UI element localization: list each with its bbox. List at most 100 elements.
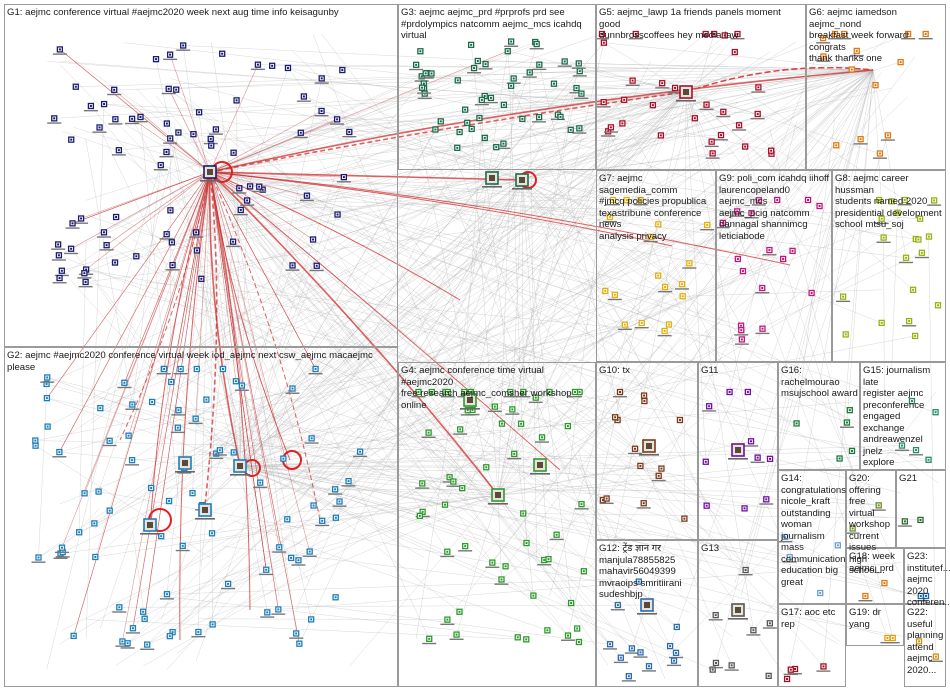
edge <box>239 385 243 467</box>
node <box>233 206 248 216</box>
edge <box>163 179 523 370</box>
group-label-g13: G13 <box>701 543 720 554</box>
node <box>170 424 185 434</box>
node <box>287 554 295 562</box>
node <box>617 321 632 331</box>
edge <box>737 38 824 260</box>
node <box>534 434 549 443</box>
node <box>190 131 197 138</box>
node <box>816 663 831 672</box>
node <box>928 653 943 663</box>
node <box>188 415 203 425</box>
group-label-g22: G22: useful planning attend aejmc 2020..… <box>907 607 944 676</box>
edge <box>521 179 611 218</box>
edge <box>567 69 874 427</box>
group-label-g5: G5: aejmc_lawp 1a friends panels moment … <box>599 7 781 41</box>
edge <box>239 465 659 477</box>
node <box>493 144 500 151</box>
group-box-g3 <box>398 4 596 170</box>
node <box>289 630 304 639</box>
edge <box>435 438 879 506</box>
group-label-g9: G9: poli_com icahdq iihoff laurencopelan… <box>719 173 830 242</box>
edge <box>136 73 740 257</box>
edge <box>60 494 499 554</box>
edge <box>240 209 499 496</box>
node <box>159 231 174 240</box>
node <box>291 557 306 566</box>
edge <box>239 51 735 467</box>
edge <box>209 171 633 649</box>
node <box>679 293 686 300</box>
node <box>649 101 657 109</box>
node <box>774 196 781 204</box>
hub-node <box>460 393 480 410</box>
node <box>308 616 315 623</box>
highlighted-edges <box>46 49 874 644</box>
node <box>171 407 186 416</box>
node <box>133 113 148 123</box>
node <box>415 480 430 489</box>
edge <box>745 69 874 571</box>
node <box>166 632 173 640</box>
edge <box>209 91 687 173</box>
node <box>219 365 227 373</box>
node <box>193 247 201 254</box>
hub-node <box>195 503 215 520</box>
edge <box>209 171 791 266</box>
node <box>148 398 156 406</box>
edge <box>299 129 515 455</box>
node <box>454 77 461 84</box>
edge <box>38 69 874 558</box>
edge <box>521 179 850 411</box>
group-label-g2: G2: aejmc #aejmc2020 conference virtual … <box>7 350 373 373</box>
edge <box>641 69 874 324</box>
node <box>839 419 854 428</box>
edge <box>239 465 879 506</box>
node <box>96 229 111 238</box>
edge <box>419 119 641 653</box>
node <box>440 616 455 626</box>
edge <box>872 69 907 258</box>
edge <box>335 91 687 518</box>
node <box>922 592 930 600</box>
edge <box>201 91 687 506</box>
node <box>925 233 933 240</box>
nodes <box>31 30 943 683</box>
edge <box>239 465 893 639</box>
edge <box>100 171 211 409</box>
hub-node <box>175 456 195 473</box>
node <box>209 621 216 628</box>
node <box>125 432 132 439</box>
edge <box>741 145 837 201</box>
node <box>309 262 324 272</box>
edge <box>239 335 916 467</box>
node <box>714 131 729 141</box>
edge <box>209 171 746 571</box>
node <box>874 215 889 225</box>
edge <box>199 618 448 620</box>
edge <box>209 171 499 496</box>
node <box>334 211 341 218</box>
node <box>517 420 525 427</box>
node <box>233 97 240 104</box>
node <box>833 142 840 149</box>
node <box>51 241 66 250</box>
group-label-g21: G21 <box>899 473 918 484</box>
edge <box>497 449 917 496</box>
edge <box>38 383 48 558</box>
node <box>173 86 180 93</box>
node <box>341 478 356 487</box>
node <box>702 458 709 465</box>
group-label-g18: G18: week aejmc_prd <box>849 551 895 574</box>
node <box>314 107 329 117</box>
node <box>702 30 709 38</box>
edge <box>177 551 310 653</box>
edge <box>124 382 424 558</box>
edge <box>209 171 446 505</box>
edge <box>114 69 874 91</box>
node <box>755 325 770 335</box>
edge <box>705 330 754 631</box>
edge <box>497 237 884 496</box>
node <box>234 382 249 391</box>
